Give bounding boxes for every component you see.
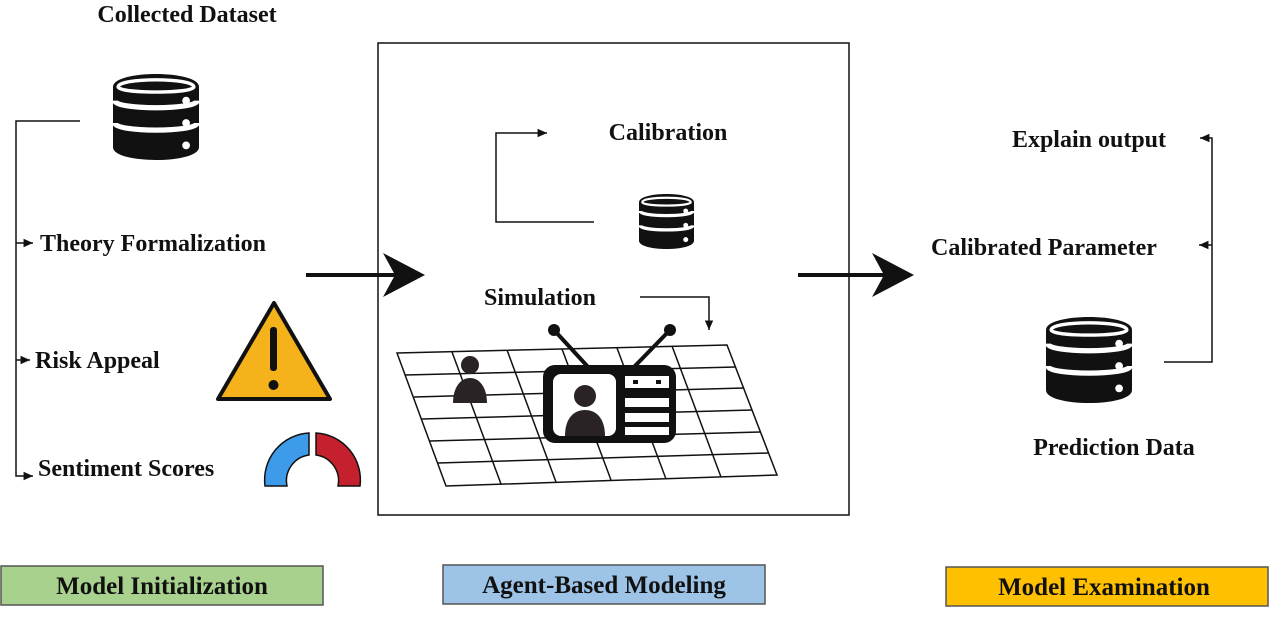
- calibrated-parameter-label: Calibrated Parameter: [931, 235, 1157, 261]
- simulation-arrow: [640, 296, 714, 330]
- person-icon: [453, 356, 487, 403]
- risk-appeal-label: Risk Appeal: [35, 348, 160, 374]
- sentiment-gauge-icon: [263, 432, 362, 487]
- prediction-data-label: Prediction Data: [1033, 435, 1195, 461]
- theory-formalization-label: Theory Formalization: [40, 231, 266, 257]
- simulation-label: Simulation: [484, 285, 596, 311]
- stage-model-examination: Model Examination: [945, 566, 1269, 607]
- robot-agent-icon: [543, 324, 676, 443]
- examination-connector: [1164, 133, 1213, 363]
- calibration-label: Calibration: [609, 120, 728, 146]
- flow-arrow-2: [798, 253, 914, 297]
- warning-icon: [216, 301, 332, 401]
- stage-model-initialization: Model Initialization: [0, 565, 324, 606]
- calibration-database-icon: [639, 194, 694, 249]
- database-icon: [113, 74, 199, 160]
- bracket-connector: [15, 120, 80, 481]
- prediction-database-icon: [1046, 317, 1132, 403]
- stage-agent-based-modeling: Agent-Based Modeling: [442, 564, 766, 605]
- stage-label-model-initialization: Model Initialization: [56, 573, 268, 600]
- calibration-loop-arrow: [495, 128, 594, 223]
- collected-dataset-label: Collected Dataset: [97, 2, 276, 28]
- sentiment-scores-label: Sentiment Scores: [38, 456, 214, 482]
- abm-panel: [377, 42, 850, 516]
- stage-label-agent-based-modeling: Agent-Based Modeling: [482, 572, 726, 599]
- flow-arrow-1: [306, 253, 425, 297]
- stage-label-model-examination: Model Examination: [998, 574, 1210, 601]
- explain-output-label: Explain output: [1012, 127, 1166, 153]
